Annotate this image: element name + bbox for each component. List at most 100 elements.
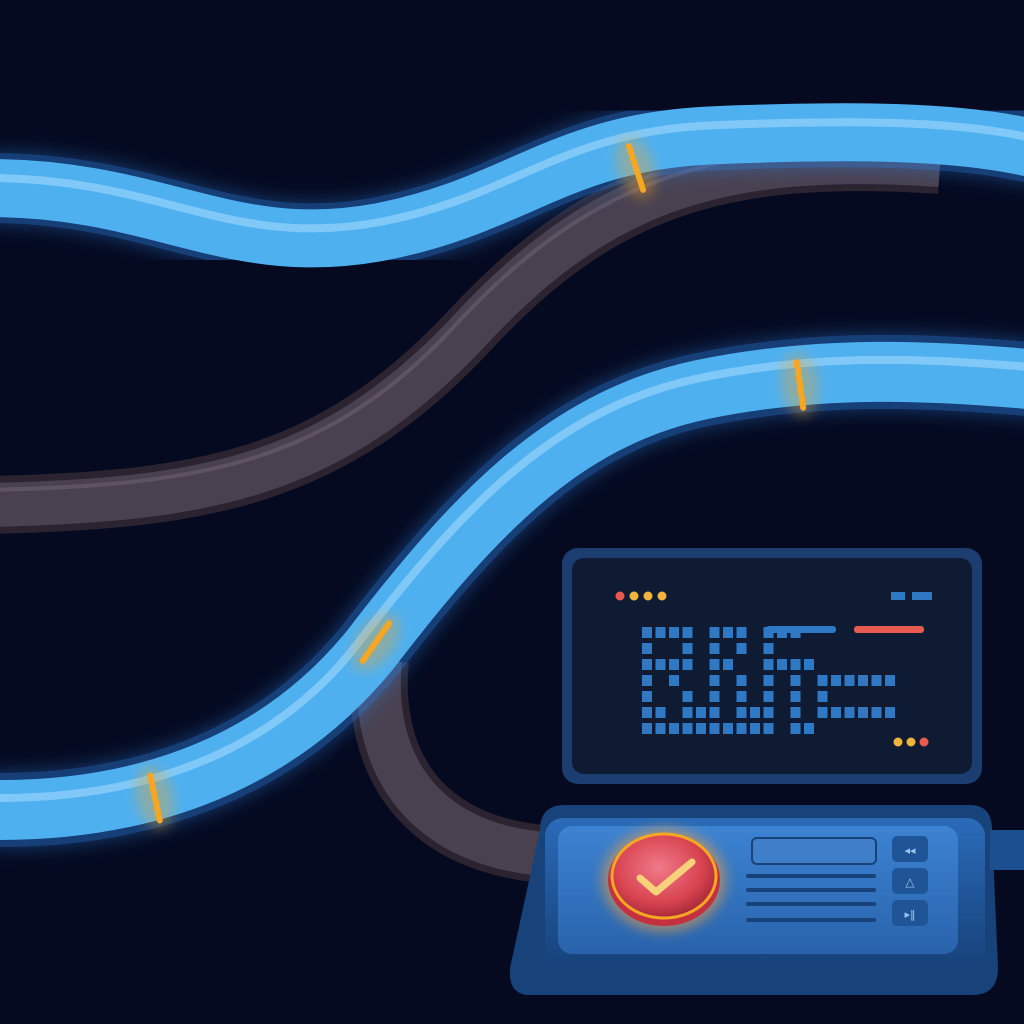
code-block	[831, 675, 841, 686]
status-dot	[893, 737, 903, 747]
console: ◂◂ △ ▸‖	[509, 805, 1024, 995]
code-block	[763, 675, 774, 686]
code-block	[817, 675, 828, 686]
code-block	[736, 627, 747, 638]
confirm-button[interactable]	[602, 828, 726, 932]
code-block	[723, 723, 733, 734]
code-block	[871, 675, 882, 686]
code-block	[790, 627, 801, 638]
code-block	[723, 659, 733, 670]
code-block	[790, 707, 801, 718]
code-block	[763, 723, 774, 734]
code-block	[655, 659, 666, 670]
code-block	[696, 723, 706, 734]
code-block	[642, 723, 652, 734]
code-block	[831, 707, 841, 718]
pipe-joint	[136, 766, 174, 830]
code-block	[736, 691, 747, 702]
code-block	[709, 707, 720, 718]
warning-icon: △	[905, 875, 915, 889]
gray-pipe-bottom	[349, 657, 562, 884]
code-block	[763, 707, 774, 718]
code-block	[858, 675, 868, 686]
blue-pipe-top	[0, 97, 1024, 274]
pipe-joint	[616, 137, 656, 199]
code-block	[655, 627, 666, 638]
code-block	[642, 707, 652, 718]
code-block	[696, 707, 706, 718]
pipe-joint	[352, 613, 400, 671]
code-block	[790, 659, 801, 670]
code-block	[736, 707, 747, 718]
code-block	[682, 643, 693, 654]
code-block	[871, 707, 882, 718]
code-block	[642, 691, 652, 702]
monitor-status-dots-right	[893, 737, 929, 747]
code-block	[642, 643, 652, 654]
code-block	[709, 691, 720, 702]
code-block	[642, 659, 652, 670]
code-block	[844, 675, 855, 686]
code-block	[669, 627, 679, 638]
code-block	[682, 723, 693, 734]
code-block	[817, 691, 828, 702]
code-block	[763, 659, 774, 670]
code-block	[736, 723, 747, 734]
rewind-icon: ◂◂	[904, 844, 916, 857]
code-block	[709, 659, 720, 670]
code-block	[642, 675, 652, 686]
code-block	[736, 675, 747, 686]
code-block	[885, 675, 895, 686]
status-dot	[629, 591, 639, 601]
code-block	[709, 723, 720, 734]
status-dot	[615, 591, 625, 601]
code-block	[777, 659, 787, 670]
status-dot	[919, 737, 929, 747]
code-block	[790, 691, 801, 702]
code-block	[682, 627, 693, 638]
checkmark-icon	[636, 858, 696, 896]
code-block	[669, 659, 679, 670]
code-block	[750, 707, 760, 718]
code-block	[790, 675, 801, 686]
code-block	[750, 723, 760, 734]
code-block	[655, 723, 666, 734]
code-block	[709, 675, 720, 686]
code-block	[777, 627, 787, 638]
code-block	[804, 659, 814, 670]
code-block	[804, 723, 814, 734]
code-block	[682, 659, 693, 670]
code-block	[763, 643, 774, 654]
code-block	[858, 707, 868, 718]
warning-key[interactable]: △	[892, 868, 928, 894]
rewind-key[interactable]: ◂◂	[892, 836, 928, 862]
console-side-port	[990, 830, 1024, 870]
status-dot	[643, 591, 653, 601]
code-block	[682, 707, 693, 718]
code-block	[682, 691, 693, 702]
console-display-field	[751, 837, 877, 865]
code-block	[642, 627, 652, 638]
console-text-lines	[746, 874, 876, 922]
code-block	[790, 723, 801, 734]
status-dot	[906, 737, 916, 747]
code-block	[709, 643, 720, 654]
blue-pipe-bottom	[0, 334, 1024, 847]
play-pause-key[interactable]: ▸‖	[892, 900, 928, 926]
monitor	[562, 548, 982, 784]
monitor-code-blocks	[642, 627, 895, 734]
code-block	[844, 707, 855, 718]
monitor-status-dots-left	[615, 591, 667, 601]
pipe-joints	[136, 137, 819, 830]
code-block	[669, 723, 679, 734]
play-pause-icon: ▸‖	[904, 908, 915, 921]
code-block	[655, 707, 666, 718]
code-block	[709, 627, 720, 638]
code-block	[885, 707, 895, 718]
code-block	[669, 675, 679, 686]
code-block	[817, 707, 828, 718]
code-block	[723, 627, 733, 638]
code-block	[763, 691, 774, 702]
code-block	[763, 627, 774, 638]
